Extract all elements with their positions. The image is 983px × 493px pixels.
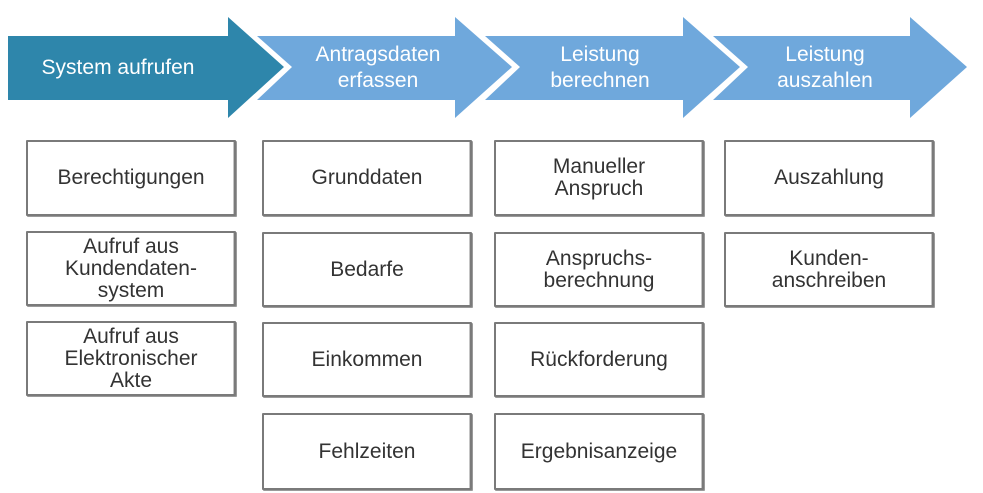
card-berechtigungen: Berechtigungen (26, 140, 236, 216)
step-1-arrow (8, 17, 284, 118)
step-4-arrow (713, 17, 967, 118)
card-grunddaten: Grunddaten (262, 140, 472, 216)
card-einkommen: Einkommen (262, 322, 472, 397)
step-1-label: System aufrufen (41, 56, 195, 79)
card-bedarfe: Bedarfe (262, 232, 472, 307)
step-2-arrow (257, 17, 512, 118)
step-3-label: Leistung berechnen (550, 43, 650, 92)
card-aufruf-elektronische-akte: Aufruf aus Elektronischer Akte (26, 321, 236, 396)
card-aufruf-kundendatensystem: Aufruf aus Kundendaten- system (26, 231, 236, 306)
card-rueckforderung: Rückforderung (494, 322, 704, 397)
card-ergebnisanzeige: Ergebnisanzeige (494, 413, 704, 490)
process-chevrons (8, 17, 967, 118)
card-kundenanschreiben: Kunden- anschreiben (724, 232, 934, 307)
step-2-label: Antragsdaten erfassen (315, 43, 441, 92)
card-manueller-anspruch: Manueller Anspruch (494, 140, 704, 216)
card-fehlzeiten: Fehlzeiten (262, 413, 472, 490)
step-4-label: Leistung auszahlen (777, 43, 873, 92)
step-3-arrow (485, 17, 740, 118)
card-auszahlung: Auszahlung (724, 140, 934, 216)
card-anspruchsberechnung: Anspruchs- berechnung (494, 232, 704, 307)
